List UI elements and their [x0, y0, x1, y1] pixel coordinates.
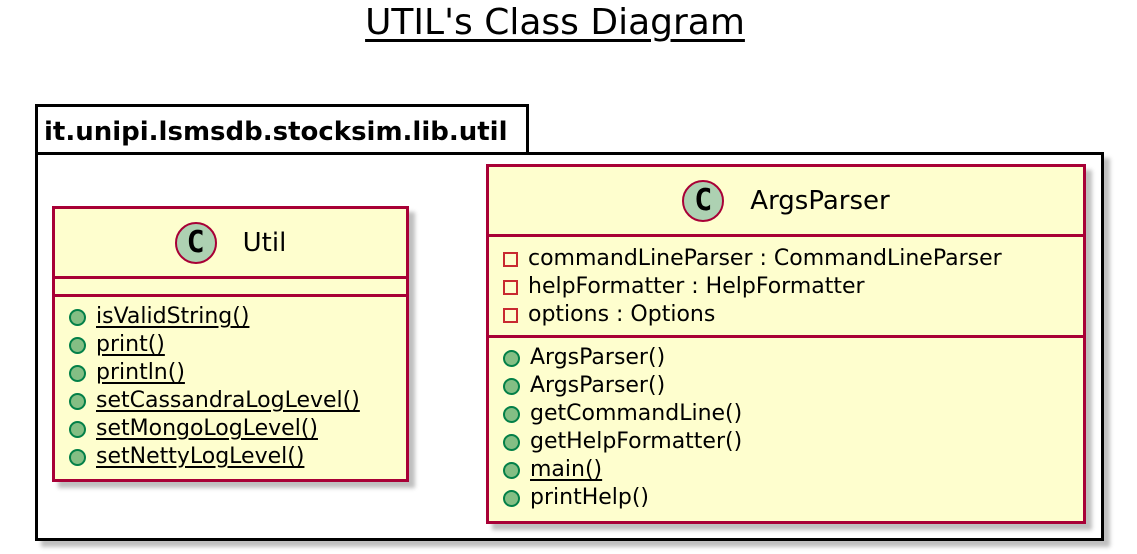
public-visibility-icon	[503, 489, 520, 507]
public-visibility-icon	[503, 433, 520, 451]
class-util-name: Util	[242, 227, 287, 258]
class-argsparser-name: ArgsParser	[750, 185, 890, 216]
class-argsparser-methods: ArgsParser() ArgsParser() getCommandLine…	[489, 338, 1083, 516]
class-stereotype-icon: C	[682, 179, 725, 222]
private-visibility-icon	[503, 279, 518, 295]
method-name: main()	[530, 457, 603, 482]
attribute-row: options : Options	[503, 301, 1083, 329]
method-row: print()	[69, 331, 406, 359]
method-name: printHelp()	[530, 485, 650, 510]
class-util-attributes	[55, 279, 406, 297]
attribute-row: helpFormatter : HelpFormatter	[503, 273, 1083, 301]
method-row: println()	[69, 359, 406, 387]
attribute-row: commandLineParser : CommandLineParser	[503, 245, 1083, 273]
method-row: ArgsParser()	[503, 372, 1083, 400]
public-visibility-icon	[69, 448, 86, 466]
method-name: isValidString()	[96, 304, 250, 329]
method-row: isValidString()	[69, 303, 406, 331]
method-name: getHelpFormatter()	[530, 429, 743, 454]
attribute-name: options : Options	[528, 302, 716, 327]
package-name-tab: it.unipi.lsmsdb.stocksim.lib.util	[35, 104, 529, 152]
method-name: setCassandraLogLevel()	[96, 388, 360, 413]
method-row: getHelpFormatter()	[503, 428, 1083, 456]
method-name: println()	[96, 360, 185, 385]
class-util-header: C Util	[55, 209, 406, 279]
class-util[interactable]: C Util isValidString() print() println()…	[52, 206, 409, 482]
class-util-methods: isValidString() print() println() setCas…	[55, 297, 406, 475]
public-visibility-icon	[69, 308, 86, 326]
public-visibility-icon	[69, 420, 86, 438]
private-visibility-icon	[503, 251, 518, 267]
class-argsparser[interactable]: C ArgsParser commandLineParser : Command…	[486, 164, 1086, 524]
class-argsparser-header: C ArgsParser	[489, 167, 1083, 237]
class-stereotype-icon: C	[174, 221, 217, 264]
method-row: ArgsParser()	[503, 344, 1083, 372]
method-name: setMongoLogLevel()	[96, 416, 318, 441]
diagram-title: UTIL's Class Diagram	[365, 2, 745, 43]
method-name: print()	[96, 332, 165, 357]
public-visibility-icon	[69, 364, 86, 382]
public-visibility-icon	[503, 405, 520, 423]
method-name: setNettyLogLevel()	[96, 444, 305, 469]
method-name: getCommandLine()	[530, 401, 743, 426]
method-name: ArgsParser()	[530, 345, 666, 370]
method-name: ArgsParser()	[530, 373, 666, 398]
public-visibility-icon	[503, 461, 520, 479]
method-row: setCassandraLogLevel()	[69, 387, 406, 415]
attribute-name: commandLineParser : CommandLineParser	[528, 246, 1002, 271]
attribute-name: helpFormatter : HelpFormatter	[528, 274, 865, 299]
package-name: it.unipi.lsmsdb.stocksim.lib.util	[44, 117, 508, 147]
class-argsparser-attributes: commandLineParser : CommandLineParser he…	[489, 237, 1083, 338]
method-row: main()	[503, 456, 1083, 484]
private-visibility-icon	[503, 307, 518, 323]
public-visibility-icon	[503, 349, 520, 367]
public-visibility-icon	[69, 392, 86, 410]
public-visibility-icon	[69, 336, 86, 354]
method-row: getCommandLine()	[503, 400, 1083, 428]
method-row: printHelp()	[503, 484, 1083, 512]
public-visibility-icon	[503, 377, 520, 395]
method-row: setNettyLogLevel()	[69, 443, 406, 471]
method-row: setMongoLogLevel()	[69, 415, 406, 443]
